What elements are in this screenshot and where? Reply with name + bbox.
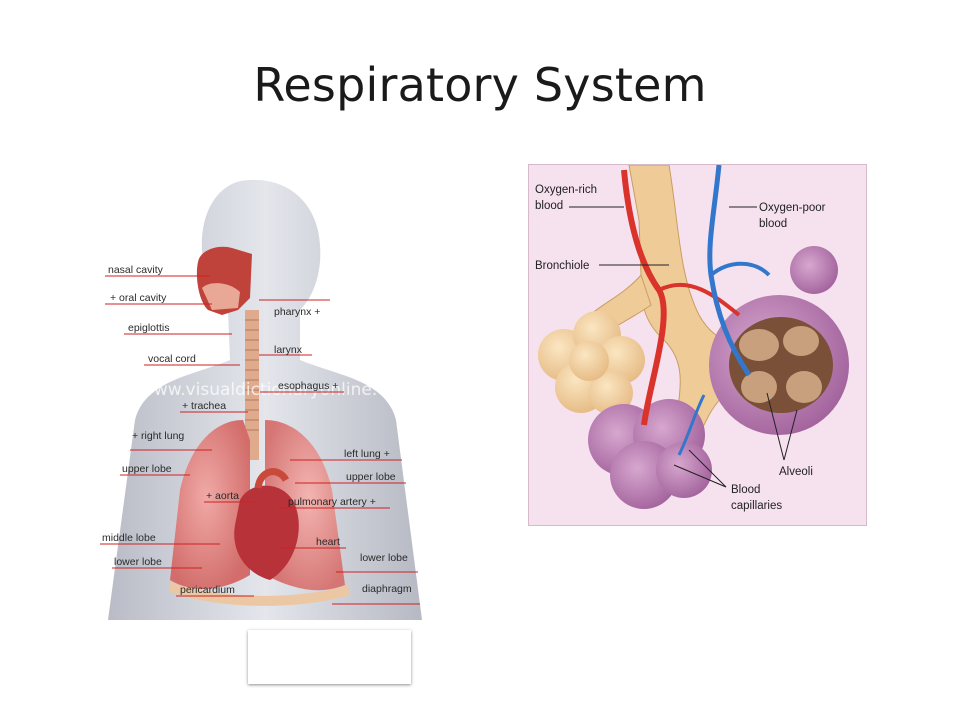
label-upper-lobe-left: upper lobe (122, 463, 172, 475)
alveoli-leader-lines (569, 206, 798, 488)
aorta-shape (254, 468, 290, 489)
oral-cavity-shape (202, 283, 240, 310)
label-blood-capillaries-line1: Blood (731, 484, 760, 496)
alveolar-cluster-bottom (588, 399, 712, 509)
label-oxygen-poor-line2: blood (759, 218, 787, 230)
vein-blue-branch (709, 261, 771, 277)
label-alveoli: Alveoli (779, 466, 813, 478)
label-upper-lobe-right: upper lobe (346, 471, 396, 483)
label-right-lung: + right lung (132, 430, 184, 442)
alveolar-cluster-open (709, 246, 849, 435)
diaphragm-shape (170, 582, 350, 606)
right-lung-shape (170, 420, 250, 590)
label-middle-lobe: middle lobe (102, 532, 156, 544)
leader-lines (100, 275, 420, 605)
heart-shape (234, 485, 299, 580)
watermark-text: www.visualdictionaryonline.com (140, 380, 414, 400)
label-pericardium: pericardium (180, 584, 235, 596)
trachea-shape (245, 310, 259, 460)
vein-blue-lower (677, 394, 706, 456)
label-larynx: larynx (274, 344, 303, 356)
label-aorta: + aorta (206, 490, 239, 502)
label-oxygen-rich-line1: Oxygen-rich (535, 184, 597, 196)
label-nasal-cavity: nasal cavity (108, 264, 164, 276)
label-bronchiole: Bronchiole (535, 260, 589, 272)
label-trachea: + trachea (182, 400, 226, 412)
label-lower-lobe-right: lower lobe (360, 552, 408, 564)
label-oral-cavity: + oral cavity (110, 292, 167, 304)
slide-title: Respiratory System (253, 58, 707, 112)
anatomy-illustration: www.visualdictionaryonline.com (100, 170, 430, 690)
label-diaphragm: diaphragm (362, 583, 412, 595)
alveoli-illustration: Oxygen-rich blood Oxygen-poor blood Bron… (528, 164, 867, 526)
label-vocal-cord: vocal cord (148, 353, 196, 365)
alveoli-figure: Oxygen-rich blood Oxygen-poor blood Bron… (535, 165, 849, 512)
alveolar-sac-closed (538, 311, 645, 415)
blank-placeholder-box (248, 630, 411, 684)
label-blood-capillaries-line2: capillaries (731, 500, 782, 512)
label-epiglottis: epiglottis (128, 322, 169, 334)
label-lower-lobe-left: lower lobe (114, 556, 162, 568)
anatomy-figure: www.visualdictionaryonline.com (100, 179, 422, 621)
label-esophagus: esophagus + (278, 380, 338, 392)
label-oxygen-rich-line2: blood (535, 200, 563, 212)
artery-red-branch (658, 282, 741, 317)
label-oxygen-poor-line1: Oxygen-poor (759, 202, 826, 214)
label-pharynx: pharynx + (274, 306, 320, 318)
label-left-lung: left lung + (344, 448, 390, 460)
trachea-rings (245, 319, 259, 431)
label-pulmonary-artery: pulmonary artery + (288, 496, 376, 508)
label-heart: heart (316, 536, 340, 548)
